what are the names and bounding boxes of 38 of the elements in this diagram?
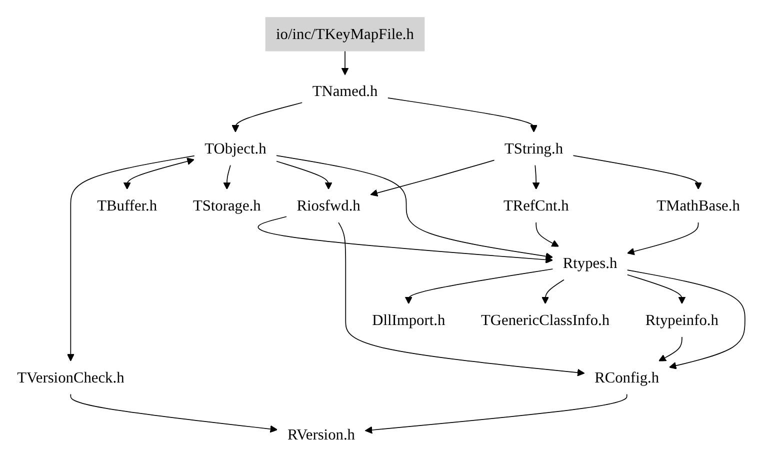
arrow xyxy=(388,98,538,132)
arrow xyxy=(364,394,628,434)
arrow xyxy=(341,50,349,76)
node-text: RConfig.h xyxy=(594,368,660,386)
arrow xyxy=(626,270,746,370)
arrow xyxy=(276,155,553,260)
node-text: TGenericClassInfo.h xyxy=(481,311,610,328)
arrow xyxy=(223,164,231,190)
arrow xyxy=(276,160,332,190)
node-text: TMathBase.h xyxy=(656,196,740,214)
node-box: io/inc/TKeyMapFile.h xyxy=(265,17,425,52)
arrow xyxy=(338,222,585,376)
node-text: Rtypeinfo.h xyxy=(645,311,718,328)
arrow xyxy=(532,164,540,190)
node-text: TStorage.h xyxy=(192,196,261,214)
arrow xyxy=(536,222,559,247)
arrow xyxy=(258,216,553,264)
arrow xyxy=(658,336,682,362)
node-text: Rtypes.h xyxy=(562,254,618,272)
arrow xyxy=(404,268,554,304)
node-text: Riosfwd.h xyxy=(296,196,360,214)
arrow xyxy=(70,394,278,433)
arrow xyxy=(370,160,495,197)
arrow xyxy=(232,102,303,132)
arrow xyxy=(627,222,699,256)
node-text: DllImport.h xyxy=(372,311,446,328)
node-text: TObject.h xyxy=(204,140,266,157)
node-text: TString.h xyxy=(504,140,564,157)
node-text: TRefCnt.h xyxy=(503,196,569,214)
arrow xyxy=(123,158,194,190)
arrow xyxy=(66,155,195,362)
arrow xyxy=(572,155,702,190)
node-text: RVersion.h xyxy=(287,426,355,443)
node-text: TVersionCheck.h xyxy=(17,368,124,386)
node-text: TNamed.h xyxy=(312,82,378,100)
node-text: TBuffer.h xyxy=(97,196,158,214)
arrow xyxy=(542,279,564,304)
arrow xyxy=(626,274,686,304)
